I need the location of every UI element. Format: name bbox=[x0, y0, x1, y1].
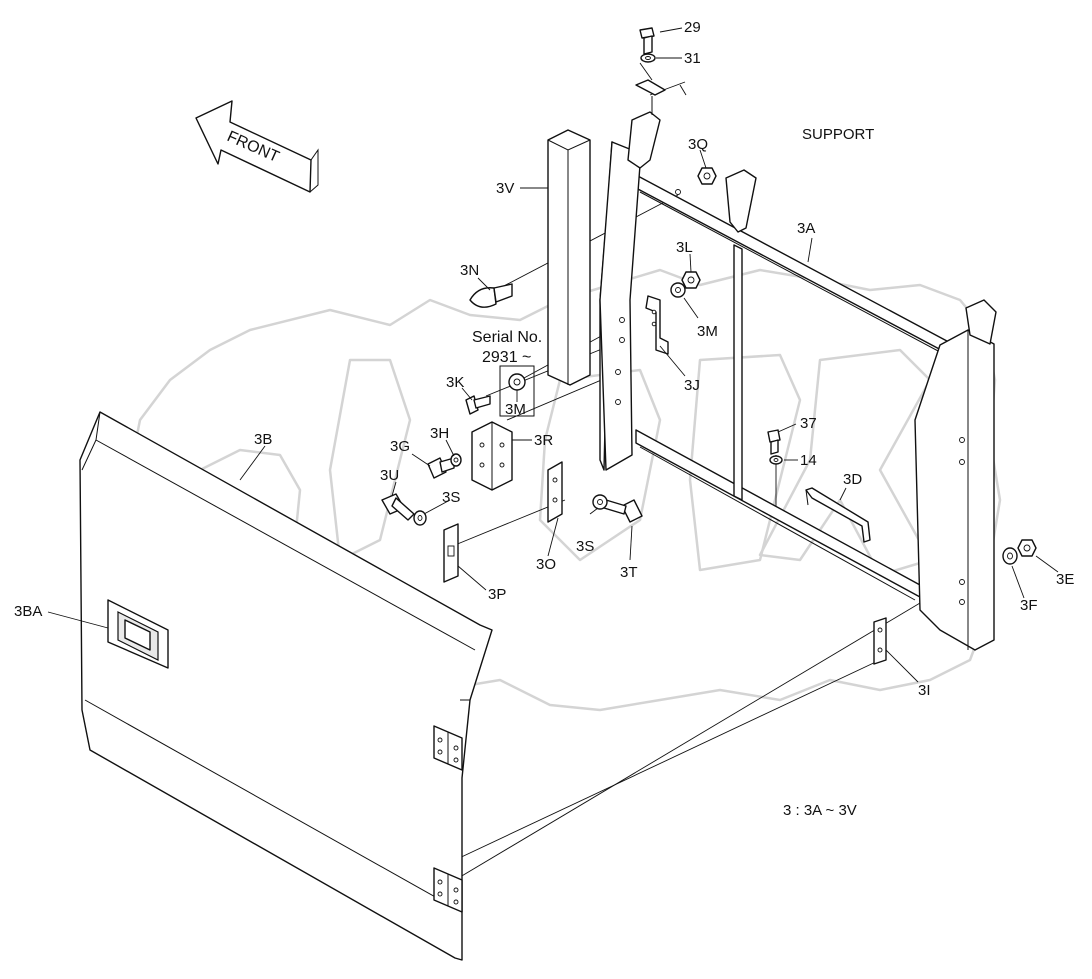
label-3g: 3G bbox=[390, 438, 410, 455]
bolt-icon bbox=[639, 27, 655, 55]
washer-icon bbox=[413, 510, 427, 526]
bolt-icon bbox=[469, 283, 513, 308]
label-3r: 3R bbox=[534, 432, 553, 449]
label-3t: 3T bbox=[620, 564, 638, 581]
label-3v: 3V bbox=[496, 180, 514, 197]
front-arrow-icon: FRONT bbox=[195, 100, 319, 193]
label-serial-number: 2931 ~ bbox=[482, 349, 531, 366]
bolt-icon bbox=[603, 499, 643, 523]
label-3k: 3K bbox=[446, 374, 464, 391]
callout-leaders bbox=[47, 27, 1059, 683]
hinge-icon bbox=[433, 725, 463, 771]
pad-3v bbox=[547, 129, 591, 386]
label-14: 14 bbox=[800, 452, 817, 469]
label-3o: 3O bbox=[536, 556, 556, 573]
support-frame bbox=[599, 79, 997, 651]
bolt-icon bbox=[381, 493, 415, 521]
nut-icon bbox=[681, 271, 701, 289]
label-3b: 3B bbox=[254, 431, 272, 448]
label-3m-b: 3M bbox=[505, 401, 526, 418]
washer-icon bbox=[670, 282, 686, 298]
label-3u: 3U bbox=[380, 467, 399, 484]
label-3l: 3L bbox=[676, 239, 693, 256]
label-3d: 3D bbox=[843, 471, 862, 488]
label-3j: 3J bbox=[684, 377, 700, 394]
label-range: 3 : 3A ~ 3V bbox=[783, 802, 857, 819]
bolt-icon bbox=[767, 429, 781, 455]
label-serial: Serial No. bbox=[472, 329, 542, 346]
label-3h: 3H bbox=[430, 425, 449, 442]
label-3e: 3E bbox=[1056, 571, 1074, 588]
label-3n: 3N bbox=[460, 262, 479, 279]
label-3a: 3A bbox=[797, 220, 815, 237]
washer-icon bbox=[450, 453, 462, 467]
label-3s-a: 3S bbox=[442, 489, 460, 506]
serial-box bbox=[499, 365, 535, 417]
washer-icon bbox=[640, 53, 656, 63]
label-3s-b: 3S bbox=[576, 538, 594, 555]
nut-icon bbox=[1017, 539, 1037, 557]
washer-icon bbox=[769, 455, 783, 465]
washer-icon bbox=[508, 373, 526, 391]
label-3i: 3I bbox=[918, 682, 931, 699]
label-3ba: 3BA bbox=[14, 603, 42, 620]
washer-icon bbox=[592, 494, 608, 510]
washer-icon bbox=[1002, 547, 1018, 565]
rod-3d bbox=[805, 487, 871, 543]
bracket-3j bbox=[645, 295, 669, 355]
door-panel bbox=[79, 411, 493, 961]
label-3m-a: 3M bbox=[697, 323, 718, 340]
bracket-3r bbox=[471, 421, 513, 491]
plate-3i bbox=[873, 617, 887, 665]
label-31: 31 bbox=[684, 50, 701, 67]
hinge-icon bbox=[433, 867, 463, 913]
plate-3p bbox=[443, 523, 459, 583]
label-3f: 3F bbox=[1020, 597, 1038, 614]
nut-icon bbox=[697, 167, 717, 185]
label-3q: 3Q bbox=[688, 136, 708, 153]
bolt-icon bbox=[427, 457, 455, 479]
labels: 29 31 SUPPORT 3Q 3V 3A 3L 3N 3M Serial N… bbox=[14, 19, 1074, 819]
label-29: 29 bbox=[684, 19, 701, 36]
label-37: 37 bbox=[800, 415, 817, 432]
plate-3o bbox=[547, 461, 563, 523]
label-3p: 3P bbox=[488, 586, 506, 603]
label-support: SUPPORT bbox=[802, 126, 874, 143]
bolt-icon bbox=[465, 395, 491, 415]
